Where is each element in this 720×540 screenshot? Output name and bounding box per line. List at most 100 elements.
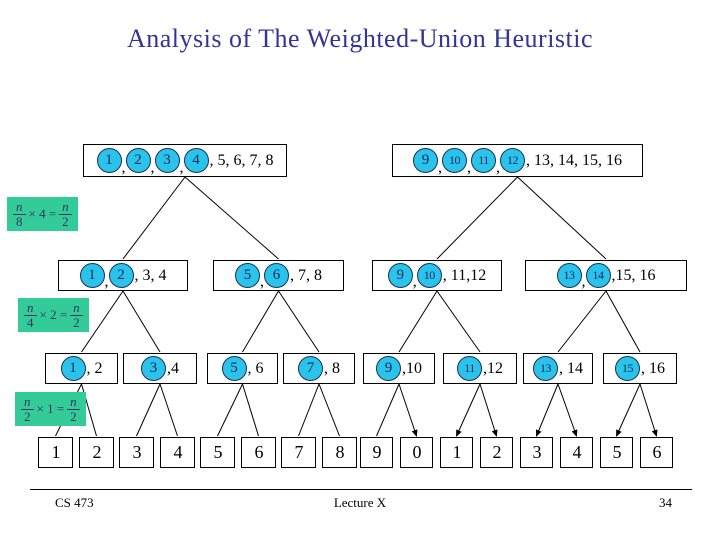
tree-connector-line (122, 176, 186, 260)
circled-element: 10 (442, 148, 467, 173)
sets-of-8-box-2: 9,10,11,12, 13, 14, 15, 16 (392, 144, 643, 177)
sets-of-2-box-8: 15, 16 (603, 353, 677, 384)
circled-element: 4 (183, 148, 209, 173)
set-elements-text: 5 (612, 442, 622, 462)
fraction-numerator: n (70, 301, 83, 316)
formula-operator: × 4 = (28, 206, 57, 222)
circled-element: 1 (96, 148, 122, 173)
leaves-box-14: 4 (560, 437, 593, 468)
set-elements-text: 8 (335, 442, 345, 462)
circled-element: 5 (221, 356, 247, 381)
leaves-box-6: 6 (241, 437, 276, 468)
tree-connector-line (436, 290, 481, 353)
tree-connector-line (81, 290, 124, 353)
footer-divider (30, 489, 692, 490)
circled-element: 1 (79, 263, 105, 288)
set-elements-text: 6 (254, 442, 264, 462)
tree-connector-line (398, 383, 418, 437)
sets-of-2-box-5: 9,10 (363, 353, 435, 384)
set-elements-text: , 14 (559, 359, 583, 377)
set-elements-text: 1 (452, 442, 462, 462)
tree-connector-line (536, 383, 559, 437)
leaves-box-8: 8 (322, 437, 357, 468)
set-elements-text: , 2 (86, 359, 103, 377)
sets-of-2-box-3: 5, 6 (207, 353, 278, 384)
sets-of-2-box-4: 7, 8 (283, 353, 355, 384)
circled-element: 14 (585, 263, 611, 288)
fraction-denominator: 4 (27, 314, 34, 330)
separator-comma: , (150, 159, 155, 176)
separator-comma: , (467, 159, 471, 176)
tree-connector-line (436, 176, 518, 260)
tree-connector-line (557, 290, 607, 353)
circled-element: 15 (615, 356, 640, 381)
footer-course: CS 473 (55, 495, 94, 510)
fraction-denominator: 2 (73, 314, 80, 330)
formula-operator: × 1 = (36, 401, 65, 417)
tree-connector-line (557, 383, 578, 437)
circled-element: 11 (457, 356, 482, 381)
circled-element: 11 (471, 148, 496, 173)
set-elements-text: 6 (652, 442, 662, 462)
set-elements-text: , 3, 4 (134, 266, 167, 284)
circled-element: 2 (125, 148, 151, 173)
footer-page-number: 34 (659, 495, 672, 510)
leaves-box-12: 2 (480, 437, 513, 468)
set-elements-text: ,4 (167, 359, 179, 377)
leaves-box-9: 9 (360, 437, 393, 468)
set-elements-text: ,12 (483, 359, 503, 377)
set-elements-text: , 11,12 (442, 266, 487, 284)
leaves-box-16: 6 (640, 437, 673, 468)
tree-connector-line (318, 383, 340, 437)
separator-comma: , (179, 159, 184, 176)
separator-comma: , (581, 273, 586, 290)
tree-connector-line (479, 383, 498, 437)
circled-element: 7 (298, 356, 323, 381)
fraction-numerator: n (13, 200, 26, 215)
tree-connector-line (242, 290, 279, 353)
set-elements-text: 3 (132, 442, 142, 462)
set-elements-text: 5 (213, 442, 223, 462)
tree-connector-line (616, 383, 641, 437)
circled-element: 2 (108, 263, 134, 288)
tree-connector-line (122, 290, 161, 353)
set-elements-text: 4 (572, 442, 582, 462)
circled-element: 12 (500, 148, 525, 173)
circled-element: 13 (533, 356, 558, 381)
sets-of-8-box-1: 1,2,3,4, 5, 6, 7, 8 (83, 144, 287, 177)
sets-of-4-box-2: 5,6 , 7, 8 (213, 260, 344, 291)
circled-element: 5 (235, 263, 260, 288)
sets-of-2-box-7: 13, 14 (523, 353, 593, 384)
leaves-box-7: 7 (281, 437, 316, 468)
tree-connector-line (517, 176, 607, 260)
circled-element: 3 (141, 356, 166, 381)
set-elements-text: ,15, 16 (611, 266, 656, 284)
set-elements-text: 4 (173, 442, 183, 462)
leaves-box-1: 1 (38, 437, 73, 468)
leaves-box-13: 3 (520, 437, 553, 468)
leaves-box-5: 5 (200, 437, 235, 468)
set-elements-text: , 13, 14, 15, 16 (526, 151, 622, 169)
sets-of-4-box-1: 1,2, 3, 4 (58, 260, 188, 291)
tree-connector-line (242, 383, 259, 437)
tree-connector-line (278, 290, 320, 353)
leaves-box-10: 0 (400, 437, 433, 468)
circled-element: 10 (416, 263, 442, 288)
circled-element: 9 (387, 263, 413, 288)
sets-of-2-box-2: 3,4 (123, 353, 197, 384)
tree-connector-line (298, 383, 320, 437)
set-elements-text: , 16 (641, 359, 665, 377)
separator-comma: , (412, 273, 417, 290)
slide-title: Analysis of The Weighted-Union Heuristic (126, 24, 594, 53)
separator-comma: , (104, 273, 109, 290)
set-elements-text: 9 (372, 442, 382, 462)
